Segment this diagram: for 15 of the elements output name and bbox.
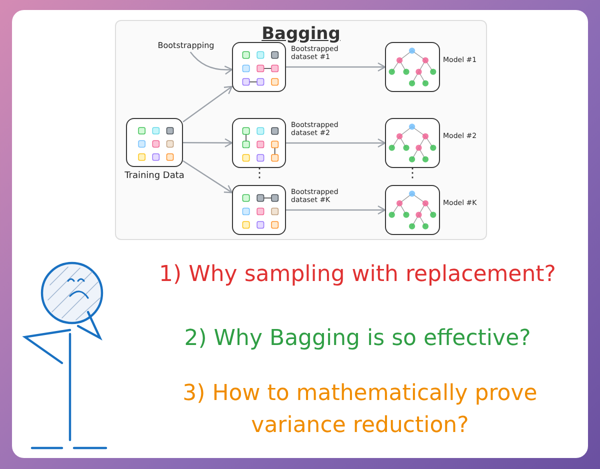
diagram-title: Bagging xyxy=(262,23,340,46)
node-caption: Training Data xyxy=(124,171,184,181)
arrow xyxy=(182,160,233,194)
question-text: 3) How to mathematically prove variance reduction? xyxy=(182,381,538,438)
ellipsis-mark: ⋮ xyxy=(253,166,266,181)
question-text: 1) Why sampling with replacement? xyxy=(159,262,556,287)
arrow xyxy=(183,138,233,148)
arrow xyxy=(286,62,386,72)
arrow xyxy=(286,138,386,148)
annotation-text: Bootstrapping xyxy=(150,40,222,52)
ellipsis-mark: ⋮ xyxy=(406,166,419,181)
arrow xyxy=(190,52,233,74)
question-text: 2) Why Bagging is so effective? xyxy=(184,326,531,351)
arrow xyxy=(286,205,386,215)
arrow xyxy=(182,86,233,122)
